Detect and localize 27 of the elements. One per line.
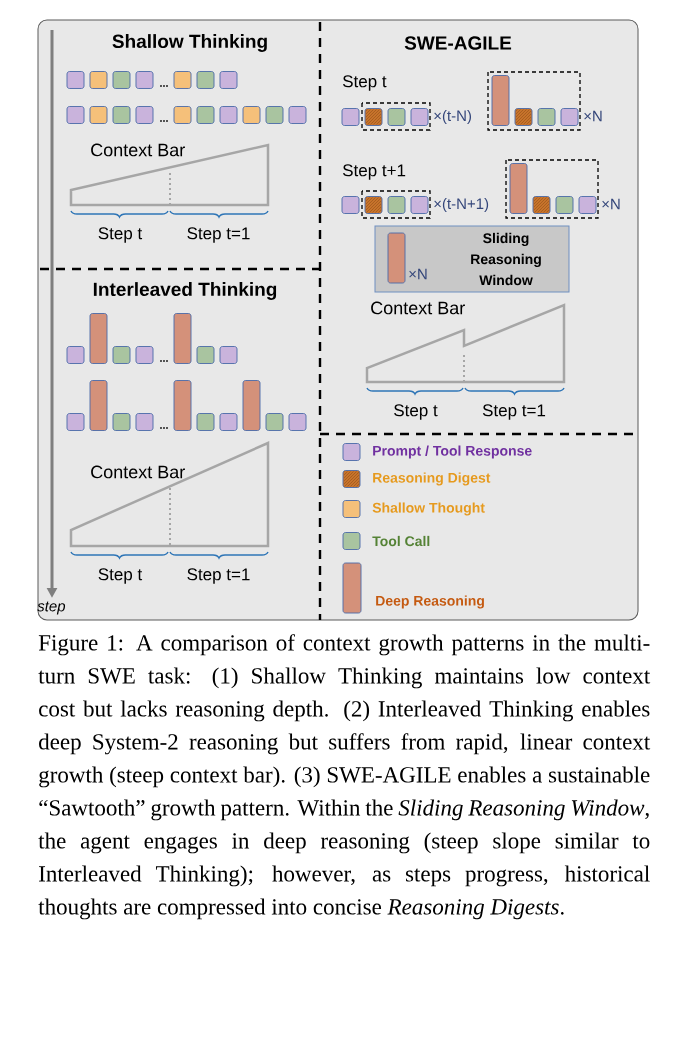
context-bar-label: Context Bar [91,465,185,479]
multiplier-label: ×N [584,110,602,122]
step-label: Step t [98,227,143,243]
caption: Figure 1: A comparison of context growth patterns in the multi-turn SWE task: (1) Shallow Thinking maintains low context cost but lacks reasoning depth. (2) Interleaved Thinking enables deep System-2 reasoning but suffers from rapid, linear context growth (steep context bar). (3) SWE-AGILE enables a sustainable “Sawtooth” growth pattern. Within the Sliding Reasoning Window, the agent engages in deep reasoning (steep slope similar to Interleaved Thinking); however, as steps progress, historical thoughts are compressed into concise Reasoning Digests. [38,634,651,920]
panel-title: Shallow Thinking [112,34,267,52]
legend-label: Prompt / Tool Response [373,445,532,459]
step-label: Step t+1 [342,164,406,180]
legend-label: Tool Call [372,535,430,547]
step-label: Step t [394,404,438,420]
step-label: Step t [342,75,387,91]
multiplier-label: ×(t-N+1) [434,198,489,212]
legend-label: Deep Reasoning [376,595,484,609]
window-title: Sliding Reasoning Window [471,232,541,286]
multiplier-label: ×N [409,268,427,280]
context-bar-label: Context Bar [91,143,185,157]
step-label: Step t [98,568,143,584]
multiplier-label: ×N [602,198,620,210]
step-label: Step t=1 [187,568,250,584]
window-box [374,225,570,293]
multiplier-label: ×(t-N) [434,110,471,124]
step-label: Step t=1 [482,404,546,420]
step-label: Step t=1 [187,227,250,243]
legend-label: Shallow Thought [372,502,485,516]
panel-title: Interleaved Thinking [93,282,277,300]
axis-label: step [37,601,66,615]
legend-label: Reasoning Digest [373,472,491,486]
panel-title: SWE-AGILE [404,36,512,50]
